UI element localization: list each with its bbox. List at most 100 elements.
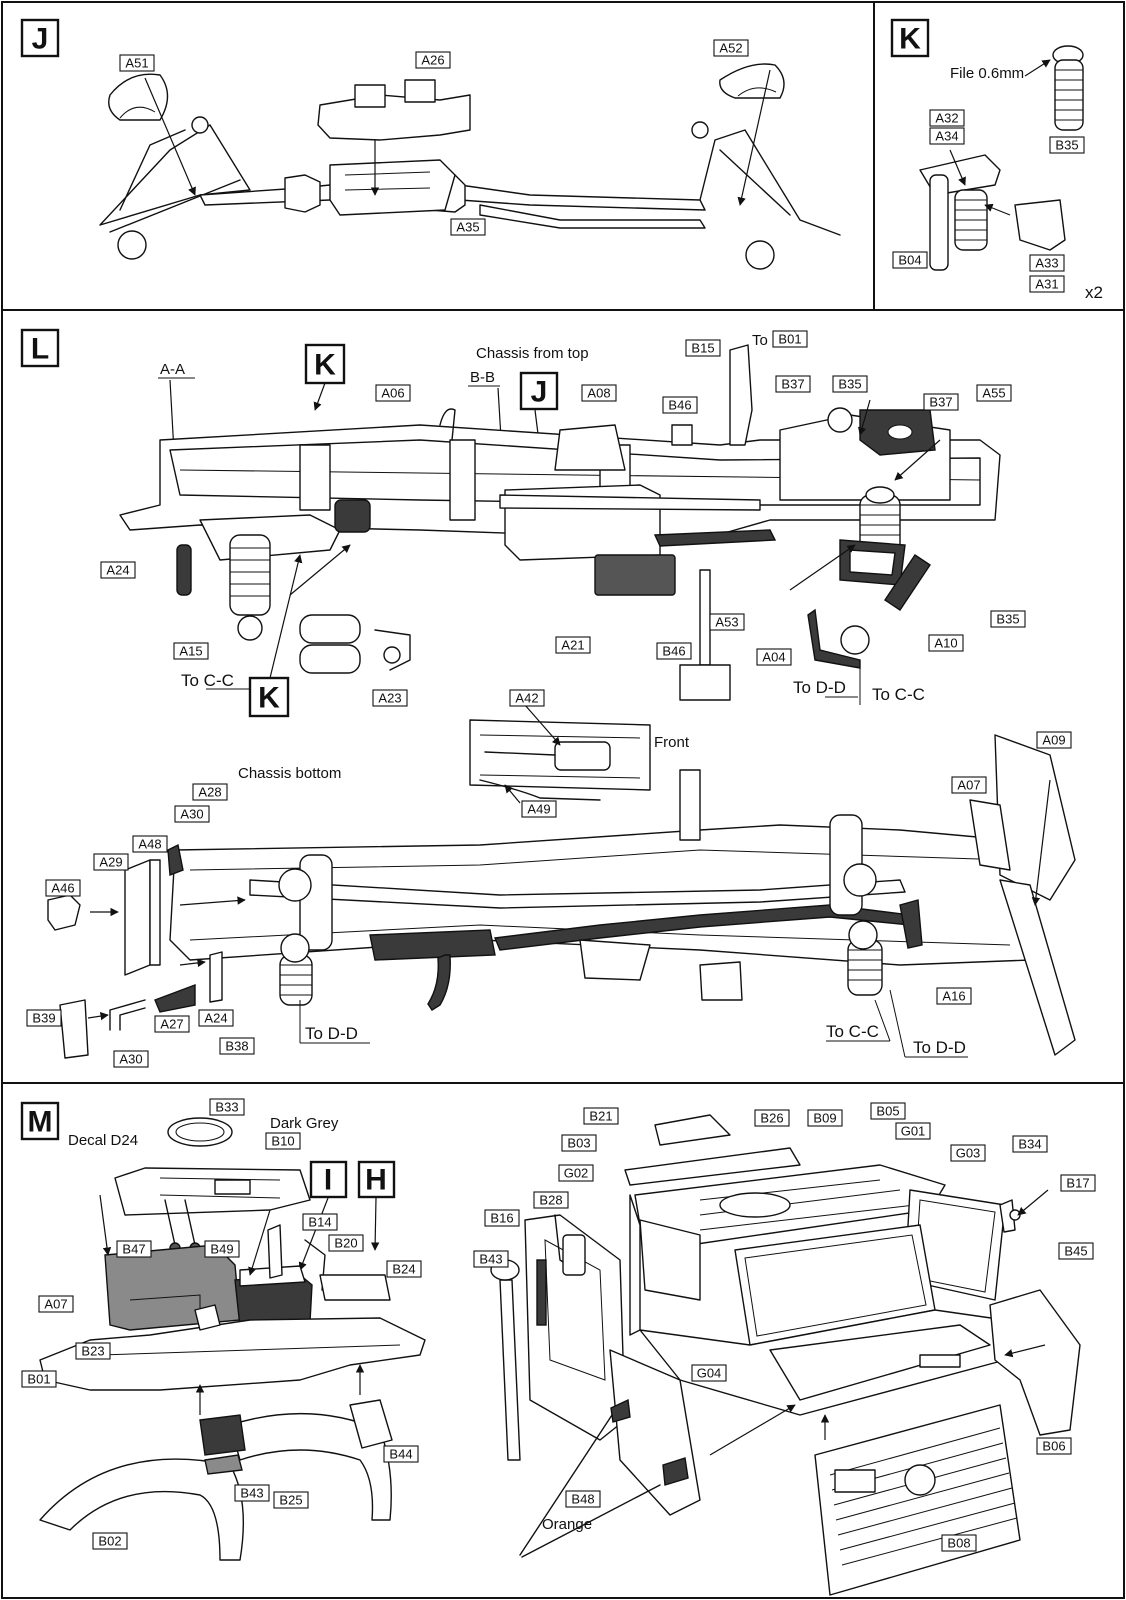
svg-text:A29: A29 (99, 855, 122, 870)
part-B16: B16 (484, 1209, 520, 1227)
svg-text:B21: B21 (589, 1109, 612, 1124)
svg-text:A46: A46 (51, 881, 74, 896)
svg-text:A42: A42 (515, 691, 538, 706)
svg-text:B06: B06 (1042, 1439, 1065, 1454)
shock-bracket-assembly (919, 149, 1066, 271)
svg-text:A07: A07 (957, 778, 980, 793)
part-B43-left: B43 (234, 1484, 270, 1502)
svg-text:A32: A32 (935, 111, 958, 126)
part-B24: B24 (386, 1260, 422, 1278)
svg-text:A24: A24 (106, 563, 129, 578)
part-B34: B34 (1012, 1135, 1048, 1153)
part-A53: A53 (709, 613, 745, 631)
svg-text:K: K (899, 23, 921, 56)
svg-text:B46: B46 (662, 644, 685, 659)
to-label-b01: To (752, 332, 768, 349)
part-A24-top: A24 (100, 561, 136, 579)
svg-text:B34: B34 (1018, 1137, 1041, 1152)
part-A32: A32 (929, 109, 965, 127)
svg-text:A52: A52 (719, 41, 742, 56)
svg-text:A55: A55 (982, 386, 1005, 401)
svg-text:B33: B33 (215, 1100, 238, 1115)
svg-text:B08: B08 (947, 1536, 970, 1551)
to-cc-bottom-right: To C-C (826, 1022, 879, 1041)
part-A04: A04 (756, 648, 792, 666)
part-B39: B39 (26, 1009, 62, 1027)
part-B01: B01 (772, 330, 808, 348)
svg-text:A51: A51 (125, 56, 148, 71)
part-B03: B03 (561, 1134, 597, 1152)
part-B08: B08 (941, 1534, 977, 1552)
svg-text:B09: B09 (813, 1111, 836, 1126)
part-B28: B28 (533, 1191, 569, 1209)
part-A42: A42 (509, 689, 545, 707)
svg-text:B10: B10 (271, 1134, 294, 1149)
part-A21: A21 (555, 636, 591, 654)
part-A28: A28 (192, 783, 228, 801)
panel-j: J (20, 18, 841, 270)
svg-text:A31: A31 (1035, 277, 1058, 292)
chassis-bottom-drawing (47, 734, 1076, 1059)
part-B01-m: B01 (21, 1370, 57, 1388)
orange-note: Orange (542, 1516, 592, 1533)
svg-text:B02: B02 (98, 1534, 121, 1549)
part-B44: B44 (383, 1445, 419, 1463)
panel-l: L Chassis from top A-A B-B K J K (20, 328, 1076, 1068)
part-A48: A48 (132, 835, 168, 853)
svg-text:G04: G04 (697, 1366, 722, 1381)
svg-text:B37: B37 (781, 377, 804, 392)
svg-text:A49: A49 (527, 802, 550, 817)
svg-text:A30: A30 (180, 807, 203, 822)
part-A26: A26 (415, 51, 451, 69)
cab-drawing (490, 1114, 1081, 1596)
part-A31: A31 (1029, 275, 1065, 293)
part-B23: B23 (75, 1342, 111, 1360)
part-A24-bottom: A24 (198, 1009, 234, 1027)
part-B47: B47 (116, 1240, 152, 1258)
svg-text:B20: B20 (334, 1236, 357, 1251)
svg-text:B23: B23 (81, 1344, 104, 1359)
svg-text:I: I (324, 1164, 332, 1197)
svg-text:B46: B46 (668, 398, 691, 413)
svg-text:K: K (314, 349, 336, 382)
part-B06: B06 (1036, 1437, 1072, 1455)
svg-text:B01: B01 (778, 332, 801, 347)
spring-b35 (1052, 45, 1084, 131)
part-B35-right: B35 (990, 610, 1026, 628)
part-A07-l: A07 (951, 776, 987, 794)
ref-h: H (357, 1160, 396, 1199)
step-j-label: J (20, 18, 60, 58)
part-A30-bottom: A30 (113, 1050, 149, 1068)
section-bb: B-B (470, 369, 495, 386)
svg-text:G03: G03 (956, 1146, 981, 1161)
part-B21: B21 (583, 1107, 619, 1125)
svg-text:B28: B28 (539, 1193, 562, 1208)
svg-text:A53: A53 (715, 615, 738, 630)
svg-text:A24: A24 (204, 1011, 227, 1026)
svg-text:A10: A10 (934, 636, 957, 651)
part-A46: A46 (45, 879, 81, 897)
part-A52: A52 (713, 39, 749, 57)
part-B37-b: B37 (923, 393, 959, 411)
part-B38: B38 (219, 1037, 255, 1055)
svg-text:B49: B49 (210, 1242, 233, 1257)
step-l-label: L (20, 328, 60, 368)
svg-text:B25: B25 (279, 1493, 302, 1508)
part-A29: A29 (93, 853, 129, 871)
svg-text:B03: B03 (567, 1136, 590, 1151)
svg-text:B01: B01 (27, 1372, 50, 1387)
part-A30-top: A30 (174, 805, 210, 823)
svg-text:B15: B15 (691, 341, 714, 356)
part-B05: B05 (870, 1102, 906, 1120)
svg-text:B35: B35 (838, 377, 861, 392)
svg-text:G02: G02 (564, 1166, 589, 1181)
part-A49: A49 (521, 800, 557, 818)
to-dd-bottom-left: To D-D (305, 1024, 358, 1043)
chassis-top-drawing (119, 344, 1001, 701)
part-A06: A06 (375, 384, 411, 402)
panel-k: K File 0.6mm B35 A32 A34 B04 A33 A31 x2 (890, 18, 1103, 302)
part-B46-bottom: B46 (656, 642, 692, 660)
part-B20: B20 (328, 1234, 364, 1252)
svg-text:B14: B14 (308, 1215, 331, 1230)
